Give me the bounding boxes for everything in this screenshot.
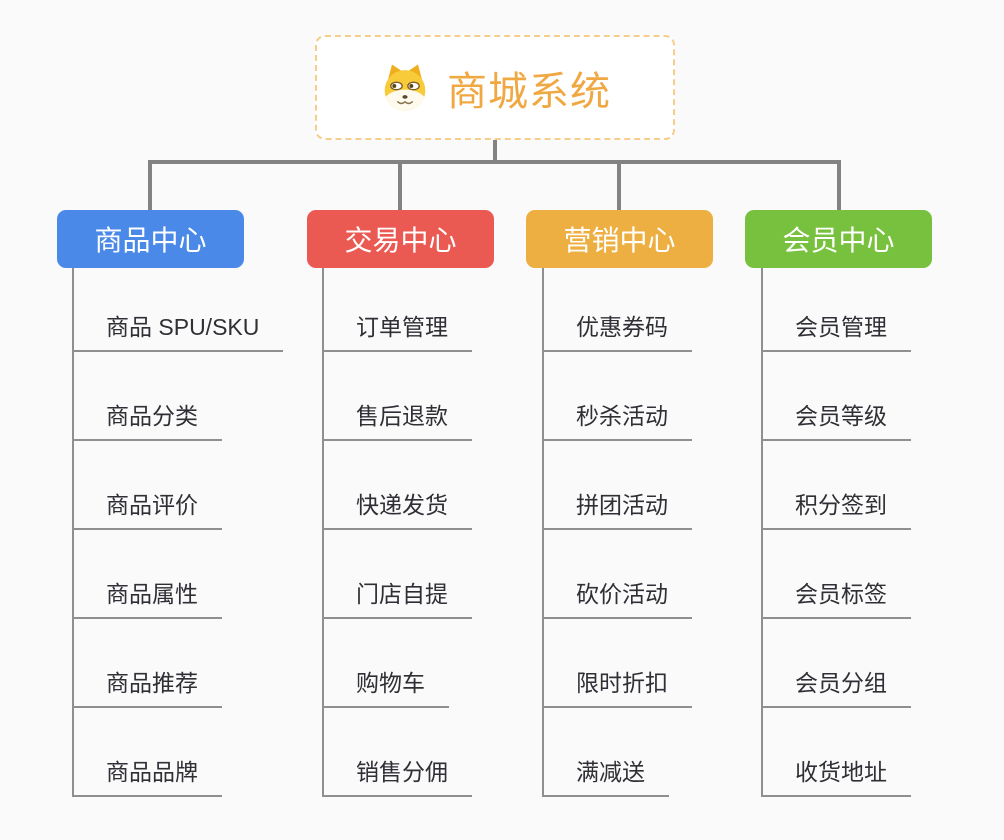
child-item[interactable]: 会员分组 [763, 619, 911, 708]
child-item[interactable]: 收货地址 [763, 708, 911, 797]
child-list-marketing: 优惠券码 秒杀活动 拼团活动 砍价活动 限时折扣 满减送 [542, 268, 692, 797]
connector-drop-marketing [617, 160, 621, 210]
child-item[interactable]: 会员标签 [763, 530, 911, 619]
child-item[interactable]: 砍价活动 [544, 530, 692, 619]
child-list-trade: 订单管理 售后退款 快递发货 门店自提 购物车 销售分佣 [322, 268, 472, 797]
child-item[interactable]: 快递发货 [324, 441, 472, 530]
child-item[interactable]: 商品 SPU/SKU [74, 268, 284, 352]
branch-node-trade[interactable]: 交易中心 [307, 210, 494, 268]
connector-drop-trade [398, 160, 402, 210]
connector-drop-member [837, 160, 841, 210]
child-list-product: 商品 SPU/SKU 商品分类 商品评价 商品属性 商品推荐 商品品牌 [72, 268, 284, 797]
child-list-member: 会员管理 会员等级 积分签到 会员标签 会员分组 收货地址 [761, 268, 911, 797]
branch-node-member[interactable]: 会员中心 [745, 210, 932, 268]
child-item[interactable]: 会员等级 [763, 352, 911, 441]
child-item[interactable]: 商品评价 [74, 441, 222, 530]
root-title: 商城系统 [447, 69, 611, 114]
root-node[interactable]: 商城系统 [315, 35, 675, 140]
branch-node-product[interactable]: 商品中心 [57, 210, 244, 268]
connector-bus [148, 160, 841, 164]
child-item[interactable]: 商品属性 [74, 530, 222, 619]
child-item[interactable]: 秒杀活动 [544, 352, 692, 441]
child-item[interactable]: 售后退款 [324, 352, 472, 441]
child-item[interactable]: 订单管理 [324, 268, 472, 352]
child-item[interactable]: 限时折扣 [544, 619, 692, 708]
child-item[interactable]: 会员管理 [763, 268, 911, 352]
child-item[interactable]: 拼团活动 [544, 441, 692, 530]
child-item[interactable]: 销售分佣 [324, 708, 472, 797]
child-item[interactable]: 优惠券码 [544, 268, 692, 352]
connector-drop-product [148, 160, 152, 210]
branch-node-marketing[interactable]: 营销中心 [526, 210, 713, 268]
child-item[interactable]: 购物车 [324, 619, 449, 708]
child-item[interactable]: 商品品牌 [74, 708, 222, 797]
child-item[interactable]: 门店自提 [324, 530, 472, 619]
child-item[interactable]: 满减送 [544, 708, 669, 797]
child-item[interactable]: 商品分类 [74, 352, 222, 441]
child-item[interactable]: 积分签到 [763, 441, 911, 530]
child-item[interactable]: 商品推荐 [74, 619, 222, 708]
connector-root-stem [493, 140, 497, 162]
dog-icon [384, 63, 426, 111]
